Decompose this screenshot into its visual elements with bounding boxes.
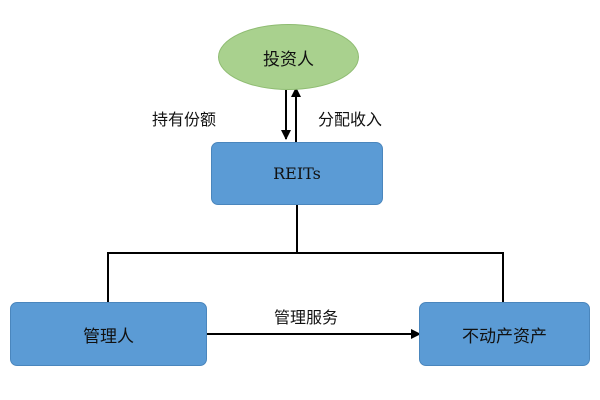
node-reits: REITs	[211, 142, 383, 205]
node-manager-label: 管理人	[83, 326, 134, 347]
edge-label-hold-shares: 持有份额	[152, 110, 217, 129]
node-manager: 管理人	[10, 302, 207, 366]
edge-label-management-service: 管理服务	[274, 308, 339, 327]
edge-label-distribute-income: 分配收入	[318, 110, 383, 129]
node-real-estate-label: 不动产资产	[462, 326, 547, 347]
node-reits-label: REITs	[273, 164, 321, 183]
node-real-estate: 不动产资产	[419, 302, 590, 366]
node-investor-label: 投资人	[263, 49, 314, 70]
node-investor: 投资人	[218, 24, 359, 90]
